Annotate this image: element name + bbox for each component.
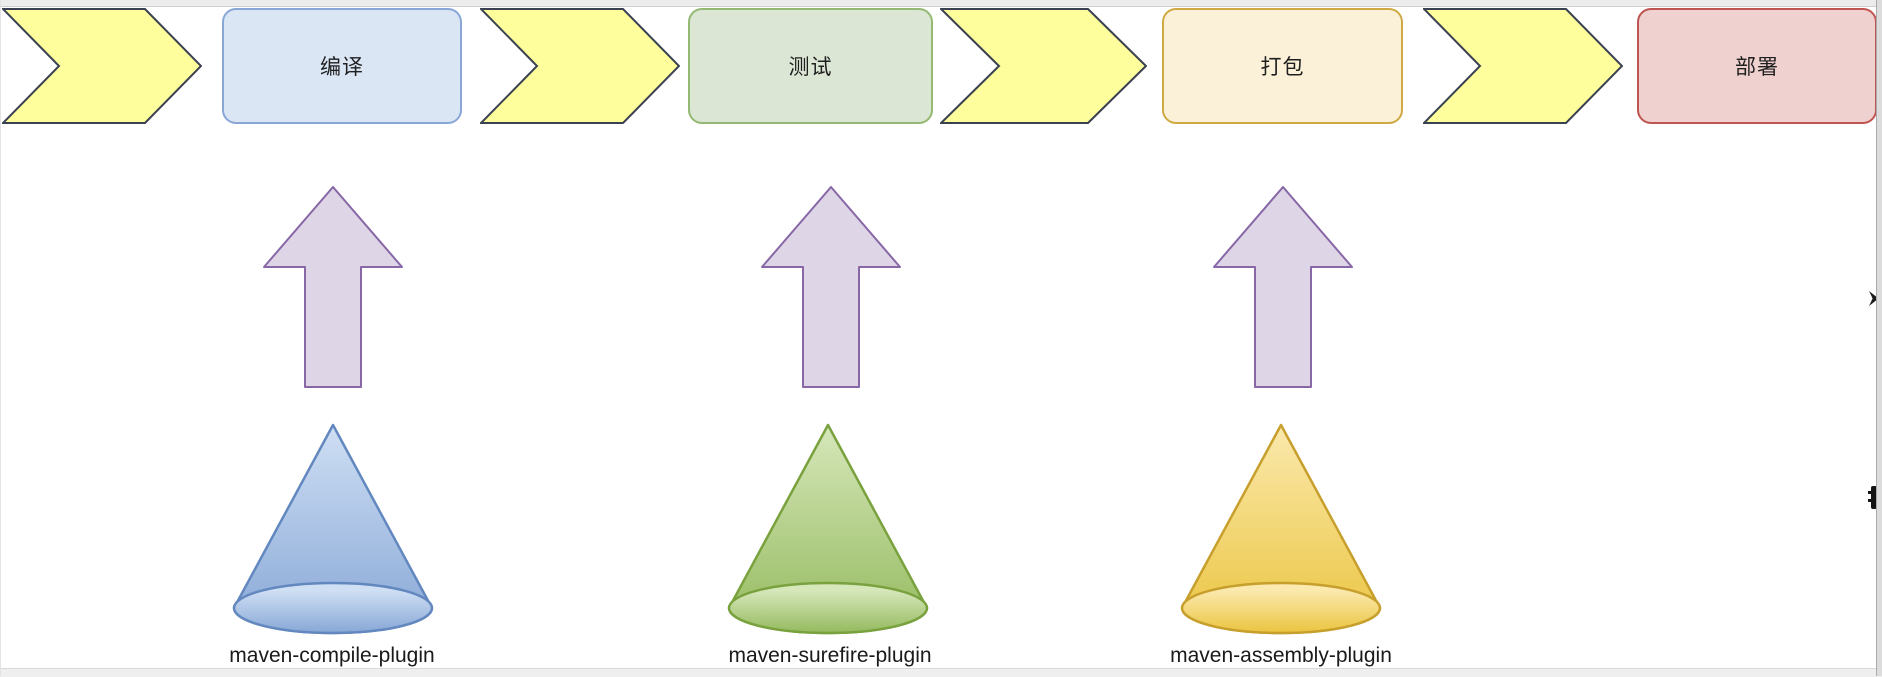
chevron-arrow-icon <box>2 8 202 124</box>
chevron-arrow-icon <box>1423 8 1623 124</box>
cone-shape-assembly-plugin <box>1180 423 1382 635</box>
plugin-label-surefire: maven-surefire-plugin <box>728 644 932 667</box>
stage-box-test: 测试 <box>688 8 933 124</box>
cone-shape-surefire-plugin <box>727 423 929 635</box>
stage-box-deploy: 部署 <box>1637 8 1877 124</box>
up-arrow-icon <box>263 186 403 388</box>
stage-box-compile: 编译 <box>222 8 462 124</box>
bottom-border-strip <box>0 668 1882 677</box>
top-border-strip <box>0 0 1882 7</box>
stage-label-test: 测试 <box>788 56 833 79</box>
clipped-shape-fragment <box>1869 291 1877 306</box>
up-arrow-icon <box>761 186 901 388</box>
up-arrow-icon <box>1213 186 1353 388</box>
vertical-scrollbar[interactable] <box>1876 0 1882 676</box>
cone-shape-compile-plugin <box>232 423 434 635</box>
chevron-arrow-icon <box>480 8 680 124</box>
stage-label-deploy: 部署 <box>1735 56 1779 79</box>
left-edge-line <box>0 0 1 676</box>
stage-label-package: 打包 <box>1260 56 1305 79</box>
plugin-label-assembly: maven-assembly-plugin <box>1170 644 1392 667</box>
stage-box-package: 打包 <box>1162 8 1403 124</box>
chevron-arrow-icon <box>940 8 1147 124</box>
clipped-shape-fragment <box>1868 486 1877 509</box>
plugin-label-compile: maven-compile-plugin <box>229 644 435 667</box>
stage-label-compile: 编译 <box>320 56 364 79</box>
